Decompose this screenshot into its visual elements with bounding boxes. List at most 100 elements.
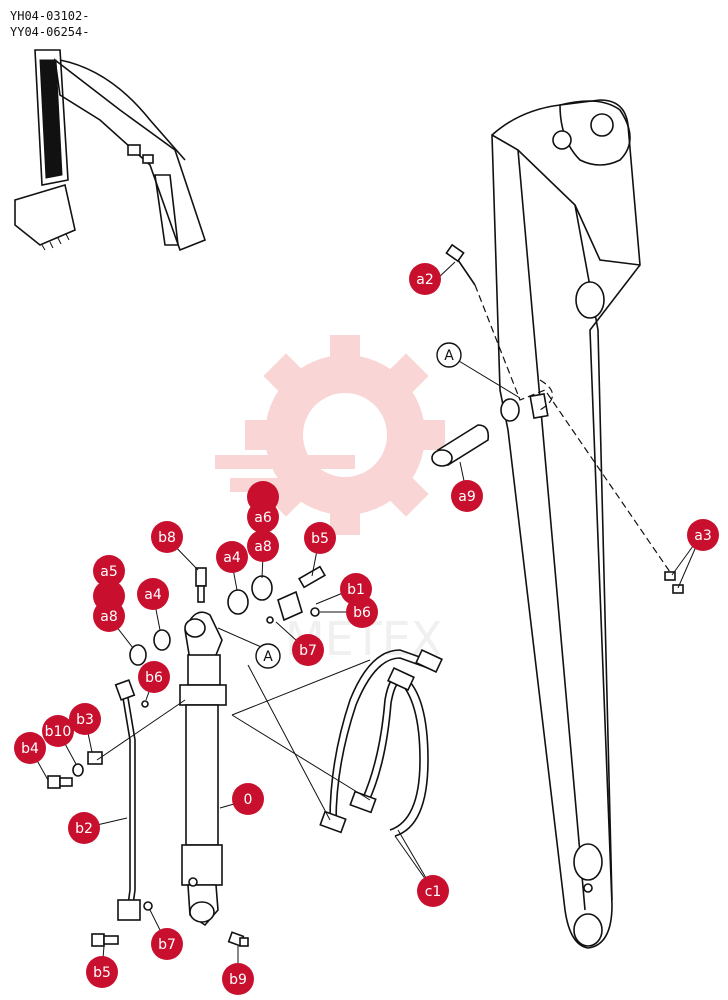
callout-a3[interactable]: a3 [687,519,719,551]
arm-bucket-pin-hole-1 [573,843,603,881]
arm-body [491,99,641,949]
callout-b5-top[interactable]: b5 [304,522,336,554]
washer-b10 [72,763,84,777]
ref-a-bracket [217,627,269,651]
callout-b4[interactable]: b4 [14,732,46,764]
callout-b3[interactable]: b3 [69,703,101,735]
callout-a8-mid[interactable]: a8 [247,530,279,562]
callout-a8-left[interactable]: a8 [93,600,125,632]
callout-a4-mid-label: a4 [223,550,241,566]
callout-b5-bottom[interactable]: b5 [86,956,118,988]
assembly-line-a2-a3 [474,284,671,573]
callout-zero[interactable]: 0 [232,783,264,815]
bolt-b5-bottom [91,933,119,947]
bolt-a2 [445,243,476,286]
arm-bucket-pin-hole-2 [573,913,603,947]
callout-c1-label: c1 [425,884,442,900]
callout-a8-mid-label: a8 [254,539,272,555]
watermark-bar-1 [215,455,355,469]
fitting-b1 [277,590,303,622]
callouts: a2 a3 a9 a6 a8 a4 b5 b1 b6 b7 b8 a5 a8 a… [14,263,719,995]
arm-top-pin-hole-1 [552,130,572,150]
callout-a4-left-label: a4 [144,587,162,603]
callout-b8-label: b8 [158,530,176,546]
thumbnail-arm-shaded [39,59,63,179]
thumbnail-cylinder [154,174,179,246]
callout-zero-label: 0 [244,792,253,808]
callout-b7-bottom[interactable]: b7 [151,928,183,960]
callout-b3-label: b3 [76,712,94,728]
callout-a2[interactable]: a2 [409,263,441,295]
callout-a5[interactable]: a5 [93,555,125,587]
callout-b5-bottom-label: b5 [93,965,111,981]
callout-a9-label: a9 [458,489,476,505]
arm-grease-point [583,883,593,893]
arm-top-pin-hole-2 [590,113,614,137]
arm-foot-pin-hole [500,398,520,422]
o-ring-b7-bottom [143,901,153,911]
callout-b7-top[interactable]: b7 [292,634,324,666]
o-ring-b6-left [141,700,149,708]
o-ring-b6-right [310,607,320,617]
callout-b9[interactable]: b9 [222,963,254,995]
thumbnail-bucket [14,183,76,246]
pin-a9 [431,424,490,467]
callout-b6-right[interactable]: b6 [346,596,378,628]
callout-a9[interactable]: a9 [451,480,483,512]
cylinder-tube [185,704,219,846]
grease-nipple-b9 [227,931,249,947]
watermark-gear-hole [303,393,387,477]
cylinder-head [187,654,221,686]
callout-b6-right-label: b6 [353,605,371,621]
callout-b7-bottom-label: b7 [158,937,176,953]
callout-a6[interactable]: a6 [247,501,279,533]
hoses-c1 [319,648,443,837]
reference-a-top: A [436,342,462,368]
lock-plate [529,393,549,419]
bolt-b4 [47,775,73,789]
assembly-line-plate [539,379,554,411]
callout-b6-left[interactable]: b6 [138,661,170,693]
callout-b9-label: b9 [229,972,247,988]
callout-b1-label: b1 [347,582,365,598]
thumbnail-excavator [14,49,206,252]
callout-a2-label: a2 [416,272,434,288]
nuts-a3 [664,571,684,594]
arm-top-boss [559,100,631,166]
shim-a8-right [251,575,273,601]
callout-a4-left[interactable]: a4 [137,578,169,610]
callout-b7-top-label: b7 [299,643,317,659]
grease-pipe-b2 [114,679,141,921]
clamp-b3 [87,751,103,765]
callout-a4-mid[interactable]: a4 [216,541,248,573]
callout-b10-label: b10 [45,724,72,740]
cylinder-clamp [179,684,227,706]
shim-a4-right [227,589,249,615]
shim-a8-left [129,644,147,666]
callout-b2-label: b2 [75,821,93,837]
callout-b6-left-label: b6 [145,670,163,686]
callout-b2[interactable]: b2 [68,812,100,844]
callout-a5-label: a5 [100,564,118,580]
arm-cylinder-pin-hole [575,281,605,319]
grease-nipple-b8 [195,567,207,603]
callout-b5-top-label: b5 [311,531,329,547]
reference-a-bottom: A [255,643,281,669]
bolt-b5-top [277,565,326,622]
callout-b8[interactable]: b8 [151,521,183,553]
shim-a4-left [153,629,171,651]
callout-c1[interactable]: c1 [417,875,449,907]
serial-number-1: YH04-03102- [10,9,89,23]
callout-a3-label: a3 [694,528,712,544]
watermark-bar-2 [230,478,350,492]
cylinder-base [181,844,223,886]
arm-assembly [491,99,641,949]
bucket-cylinder [179,611,227,927]
o-ring-b7-top [266,616,274,624]
cylinder-bottom-eye [189,901,215,923]
reference-a-top-label: A [444,348,454,364]
reference-a-bottom-label: A [263,649,273,665]
callout-a8-left-label: a8 [100,609,118,625]
callout-b10[interactable]: b10 [42,715,74,747]
